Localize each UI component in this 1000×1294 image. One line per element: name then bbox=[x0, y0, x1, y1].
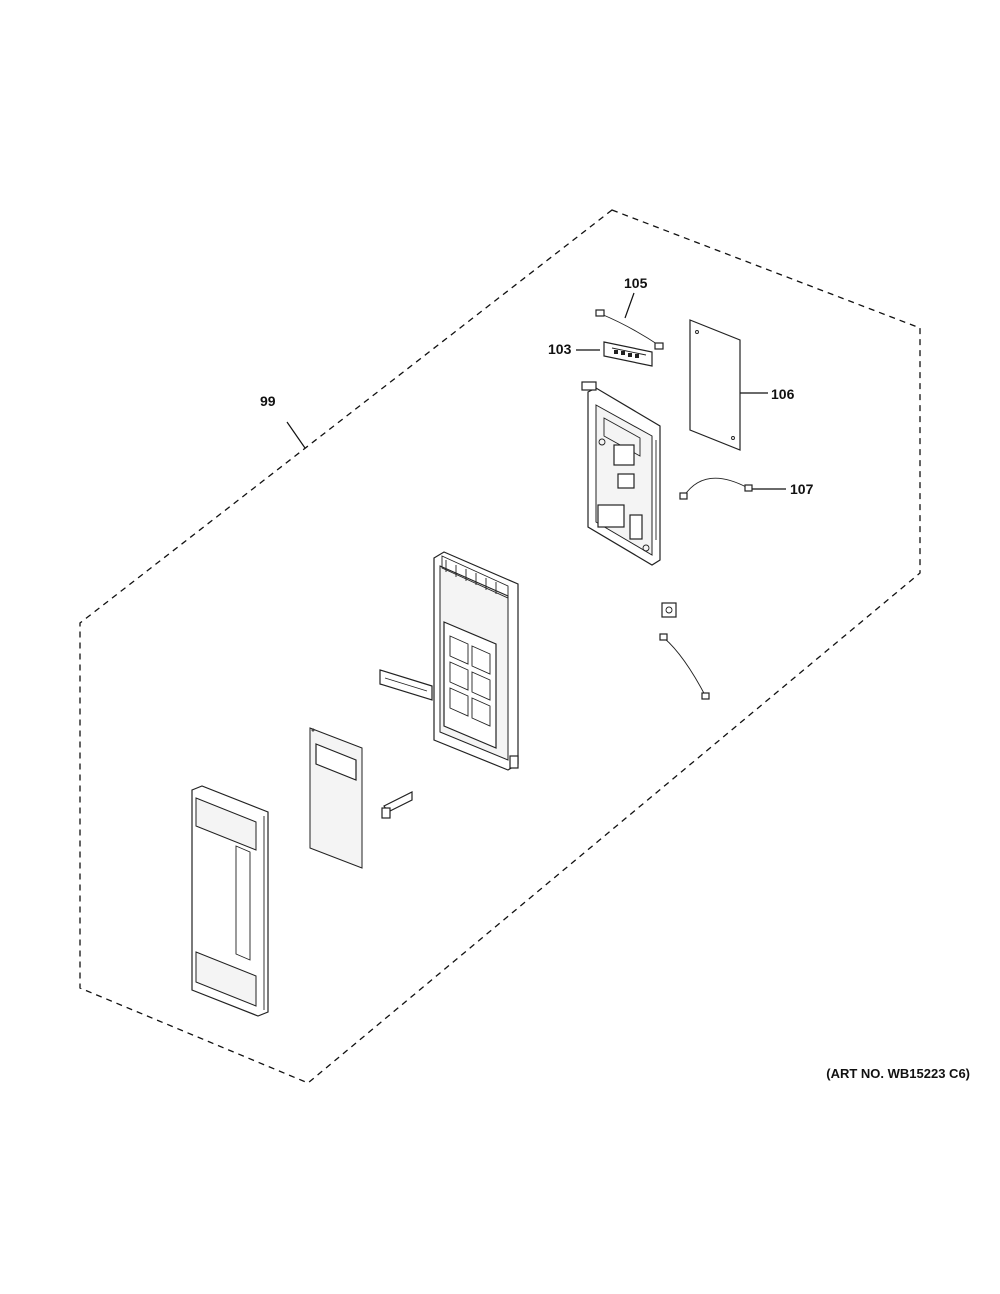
leader-line-99 bbox=[286, 421, 306, 449]
keypad-panel bbox=[309, 727, 363, 869]
door-inner-panel bbox=[433, 551, 519, 771]
callout-label-107[interactable]: 107 bbox=[790, 481, 814, 497]
door-outer-frame bbox=[191, 785, 269, 1017]
part-106-cover-sheet[interactable] bbox=[689, 319, 741, 451]
art-number: (ART NO. WB15223 C6) bbox=[826, 1066, 970, 1081]
window-insert bbox=[379, 669, 433, 701]
latch-hook bbox=[381, 791, 413, 819]
callout-label-106[interactable]: 106 bbox=[771, 386, 795, 402]
part-103-display-board[interactable] bbox=[603, 341, 653, 367]
callout-label-103[interactable]: 103 bbox=[548, 341, 572, 357]
part-105-wire-harness[interactable] bbox=[595, 309, 664, 350]
assembly-boundary-99 bbox=[79, 209, 921, 1084]
part-107-wire-lead[interactable] bbox=[679, 477, 753, 500]
leader-line-105 bbox=[624, 292, 635, 319]
control-panel-frame bbox=[581, 381, 661, 566]
callout-label-99[interactable]: 99 bbox=[260, 393, 276, 409]
switch-bracket bbox=[661, 602, 677, 618]
switch-cable bbox=[659, 633, 710, 700]
callout-label-105[interactable]: 105 bbox=[624, 275, 648, 291]
